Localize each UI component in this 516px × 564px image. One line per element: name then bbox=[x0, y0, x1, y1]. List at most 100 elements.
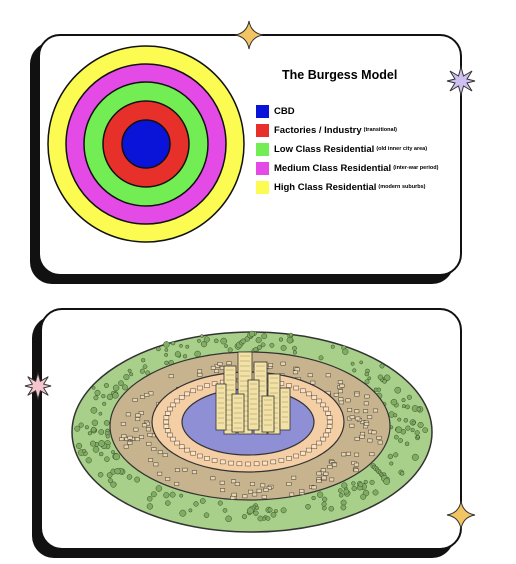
tree bbox=[330, 344, 335, 349]
tree bbox=[358, 482, 364, 488]
tree bbox=[98, 411, 103, 416]
tree bbox=[257, 515, 264, 522]
tree bbox=[98, 429, 105, 435]
house bbox=[332, 462, 338, 467]
house bbox=[191, 470, 197, 475]
house bbox=[349, 423, 355, 428]
rowhouse bbox=[306, 447, 312, 453]
tree bbox=[101, 393, 106, 399]
tree bbox=[200, 340, 208, 348]
house bbox=[289, 492, 295, 497]
house bbox=[292, 370, 298, 375]
house bbox=[234, 482, 240, 486]
tree bbox=[199, 498, 206, 504]
tree bbox=[103, 382, 109, 389]
tree bbox=[393, 413, 398, 418]
house bbox=[323, 471, 329, 476]
diagram-title: The Burgess Model bbox=[282, 68, 398, 82]
tree bbox=[248, 330, 256, 337]
house bbox=[291, 475, 297, 480]
tree-texture bbox=[74, 330, 429, 523]
rowhouse bbox=[320, 402, 326, 408]
house bbox=[353, 468, 359, 473]
house bbox=[210, 476, 216, 481]
tree bbox=[422, 427, 429, 434]
sparkle-icon bbox=[446, 500, 476, 530]
house bbox=[135, 413, 141, 418]
tree bbox=[164, 352, 169, 357]
house bbox=[197, 372, 203, 377]
house bbox=[147, 433, 153, 437]
legend-item-factories: Factories / Industry (transitional) bbox=[256, 123, 438, 137]
house bbox=[345, 451, 351, 456]
rowhouse bbox=[165, 411, 171, 416]
house bbox=[367, 438, 373, 443]
rowhouse bbox=[163, 419, 169, 425]
house bbox=[123, 444, 129, 449]
rowhouse bbox=[178, 395, 185, 400]
burgess-model-card: The Burgess Model CBD Factories / Indust… bbox=[38, 34, 462, 276]
tree bbox=[379, 363, 385, 369]
rowhouse bbox=[293, 453, 299, 459]
house bbox=[263, 487, 269, 492]
tree bbox=[146, 503, 154, 510]
tree bbox=[405, 425, 411, 431]
house bbox=[242, 494, 248, 499]
tree bbox=[340, 504, 347, 511]
tree bbox=[203, 336, 210, 343]
tree bbox=[85, 457, 92, 464]
rowhouse bbox=[167, 432, 173, 438]
rowhouse bbox=[163, 424, 170, 429]
city-illustration-card bbox=[40, 308, 462, 550]
house bbox=[354, 436, 360, 441]
house bbox=[286, 482, 292, 486]
tree bbox=[364, 379, 370, 385]
rowhouse bbox=[163, 415, 170, 420]
tree bbox=[367, 376, 372, 381]
tree bbox=[194, 350, 201, 358]
rowhouse bbox=[190, 450, 196, 456]
concentric-zone-diagram bbox=[47, 45, 245, 243]
rowhouse bbox=[300, 450, 306, 456]
house bbox=[353, 462, 359, 467]
legend-item-medium-class: Medium Class Residential (inter-war peri… bbox=[256, 161, 438, 175]
tree bbox=[91, 385, 96, 390]
tree bbox=[193, 501, 199, 507]
house bbox=[146, 441, 152, 446]
tree bbox=[338, 493, 344, 498]
tree bbox=[141, 358, 146, 363]
house bbox=[364, 394, 370, 399]
legend-note: (modern suburbs) bbox=[378, 184, 426, 190]
sparkle-icon bbox=[234, 20, 264, 50]
tree bbox=[142, 364, 148, 370]
house bbox=[354, 409, 360, 414]
tree bbox=[399, 471, 405, 476]
house bbox=[354, 452, 360, 457]
rowhouse bbox=[270, 459, 277, 465]
house bbox=[214, 369, 220, 373]
tree bbox=[182, 354, 188, 359]
house bbox=[268, 363, 274, 367]
house bbox=[219, 480, 225, 485]
tree bbox=[270, 511, 277, 518]
house bbox=[377, 440, 383, 445]
tree bbox=[224, 344, 228, 348]
legend-swatch bbox=[256, 142, 269, 156]
tree bbox=[280, 507, 287, 514]
tree bbox=[91, 419, 99, 426]
tree bbox=[316, 491, 324, 498]
legend-swatch bbox=[256, 161, 269, 175]
tree bbox=[240, 338, 246, 344]
tree bbox=[87, 431, 92, 436]
legend-swatch bbox=[256, 123, 269, 137]
house bbox=[125, 412, 131, 417]
tree bbox=[343, 488, 350, 495]
tree bbox=[98, 440, 105, 447]
tree bbox=[318, 355, 324, 361]
rowhouse bbox=[178, 444, 185, 449]
tree bbox=[267, 507, 273, 513]
tree bbox=[164, 348, 169, 352]
house bbox=[311, 485, 317, 490]
tree bbox=[369, 479, 375, 485]
house bbox=[333, 392, 339, 397]
